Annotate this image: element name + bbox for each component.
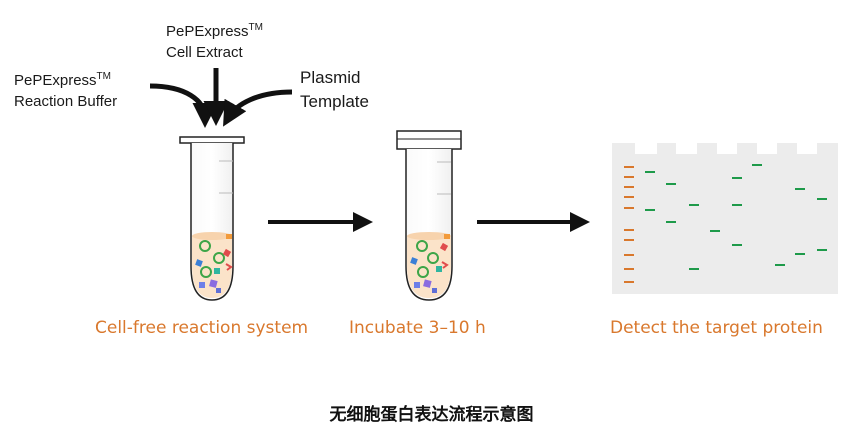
trademark-superscript: TM [248, 22, 263, 33]
step-label-detect: Detect the target protein [610, 318, 823, 338]
protein-band [689, 268, 699, 270]
ladder-band [624, 229, 634, 231]
cell-extract-line2: Cell Extract [166, 44, 243, 61]
protein-band [752, 164, 762, 166]
protein-band [666, 221, 676, 223]
ladder-band [624, 166, 634, 168]
ladder-band [624, 186, 634, 188]
plasmid-line1: Plasmid [300, 68, 361, 87]
protein-band [817, 249, 827, 251]
ladder-band [624, 207, 634, 209]
cell-extract-label: PePExpressTM Cell Extract [166, 21, 263, 63]
trademark-superscript: TM [96, 71, 111, 82]
reaction-buffer-label: PePExpressTM Reaction Buffer [14, 70, 117, 112]
protein-band [795, 188, 805, 190]
ladder-band [624, 239, 634, 241]
figure-caption: 无细胞蛋白表达流程示意图 [329, 405, 534, 425]
reaction-buffer-line2: Reaction Buffer [14, 93, 118, 110]
protein-band [645, 171, 655, 173]
curved-arrow-icon [149, 83, 218, 128]
step-label-incubate: Incubate 3–10 h [349, 318, 486, 338]
gel-icon [612, 143, 838, 294]
step-label-reaction-system: Cell-free reaction system [95, 318, 309, 338]
ladder-band [624, 268, 634, 270]
cell-extract-name: PePExpress [166, 23, 249, 40]
protein-band [775, 264, 785, 266]
tube-icon [396, 130, 462, 301]
plasmid-line2: Template [300, 92, 369, 111]
protein-band [645, 209, 655, 211]
protein-band [689, 204, 699, 206]
reaction-buffer-name: PePExpress [14, 72, 97, 89]
ladder-band [624, 176, 634, 178]
input-arrows [149, 68, 293, 128]
protein-band [732, 204, 742, 206]
protein-band [732, 244, 742, 246]
protein-band [710, 230, 720, 232]
protein-band [817, 198, 827, 200]
plasmid-template-label: Plasmid Template [300, 66, 369, 114]
tube-icon [179, 136, 245, 301]
ladder-band [624, 196, 634, 198]
protein-band [666, 183, 676, 185]
ladder-band [624, 281, 634, 283]
ladder-band [624, 254, 634, 256]
protein-band [732, 177, 742, 179]
curved-arrow-icon [223, 89, 293, 127]
protein-band [795, 253, 805, 255]
